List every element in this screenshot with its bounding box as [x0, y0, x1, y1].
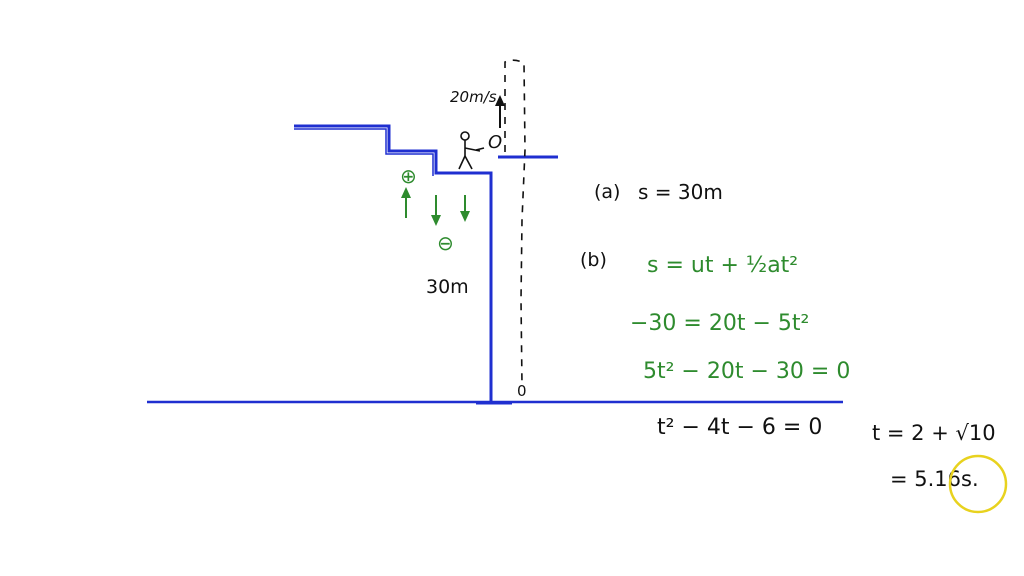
cliff-outline-inner — [294, 128, 434, 176]
arrow-up-icon — [495, 95, 505, 128]
result-1: t = 2 + √10 — [872, 421, 996, 445]
height-label: 30m — [426, 276, 469, 298]
equation-1: s = ut + ½at² — [647, 253, 798, 278]
stick-figure-icon — [458, 131, 485, 170]
equation-3: 5t² − 20t − 30 = 0 — [643, 359, 850, 384]
initial-velocity-label: 20m/s — [450, 88, 497, 106]
part-a-text: s = 30m — [638, 180, 723, 204]
origin-mark: O — [488, 132, 502, 153]
cursor-highlight-icon — [948, 454, 1008, 514]
part-a-label: (a) — [594, 181, 620, 203]
equation-4: t² − 4t − 6 = 0 — [657, 415, 822, 440]
part-b-label: (b) — [580, 249, 607, 271]
trajectory-path — [504, 59, 526, 386]
cliff-outline — [294, 124, 493, 402]
arrow-up-icon — [401, 187, 411, 218]
positive-sign: ⊕ — [400, 164, 417, 188]
result-2: = 5.16s. — [890, 467, 979, 491]
arrow-down-icon — [460, 195, 470, 222]
landing-mark: 0 — [517, 382, 527, 400]
negative-sign: ⊖ — [437, 231, 454, 255]
arrow-down-icon — [431, 195, 441, 226]
equation-2: −30 = 20t − 5t² — [630, 311, 809, 336]
